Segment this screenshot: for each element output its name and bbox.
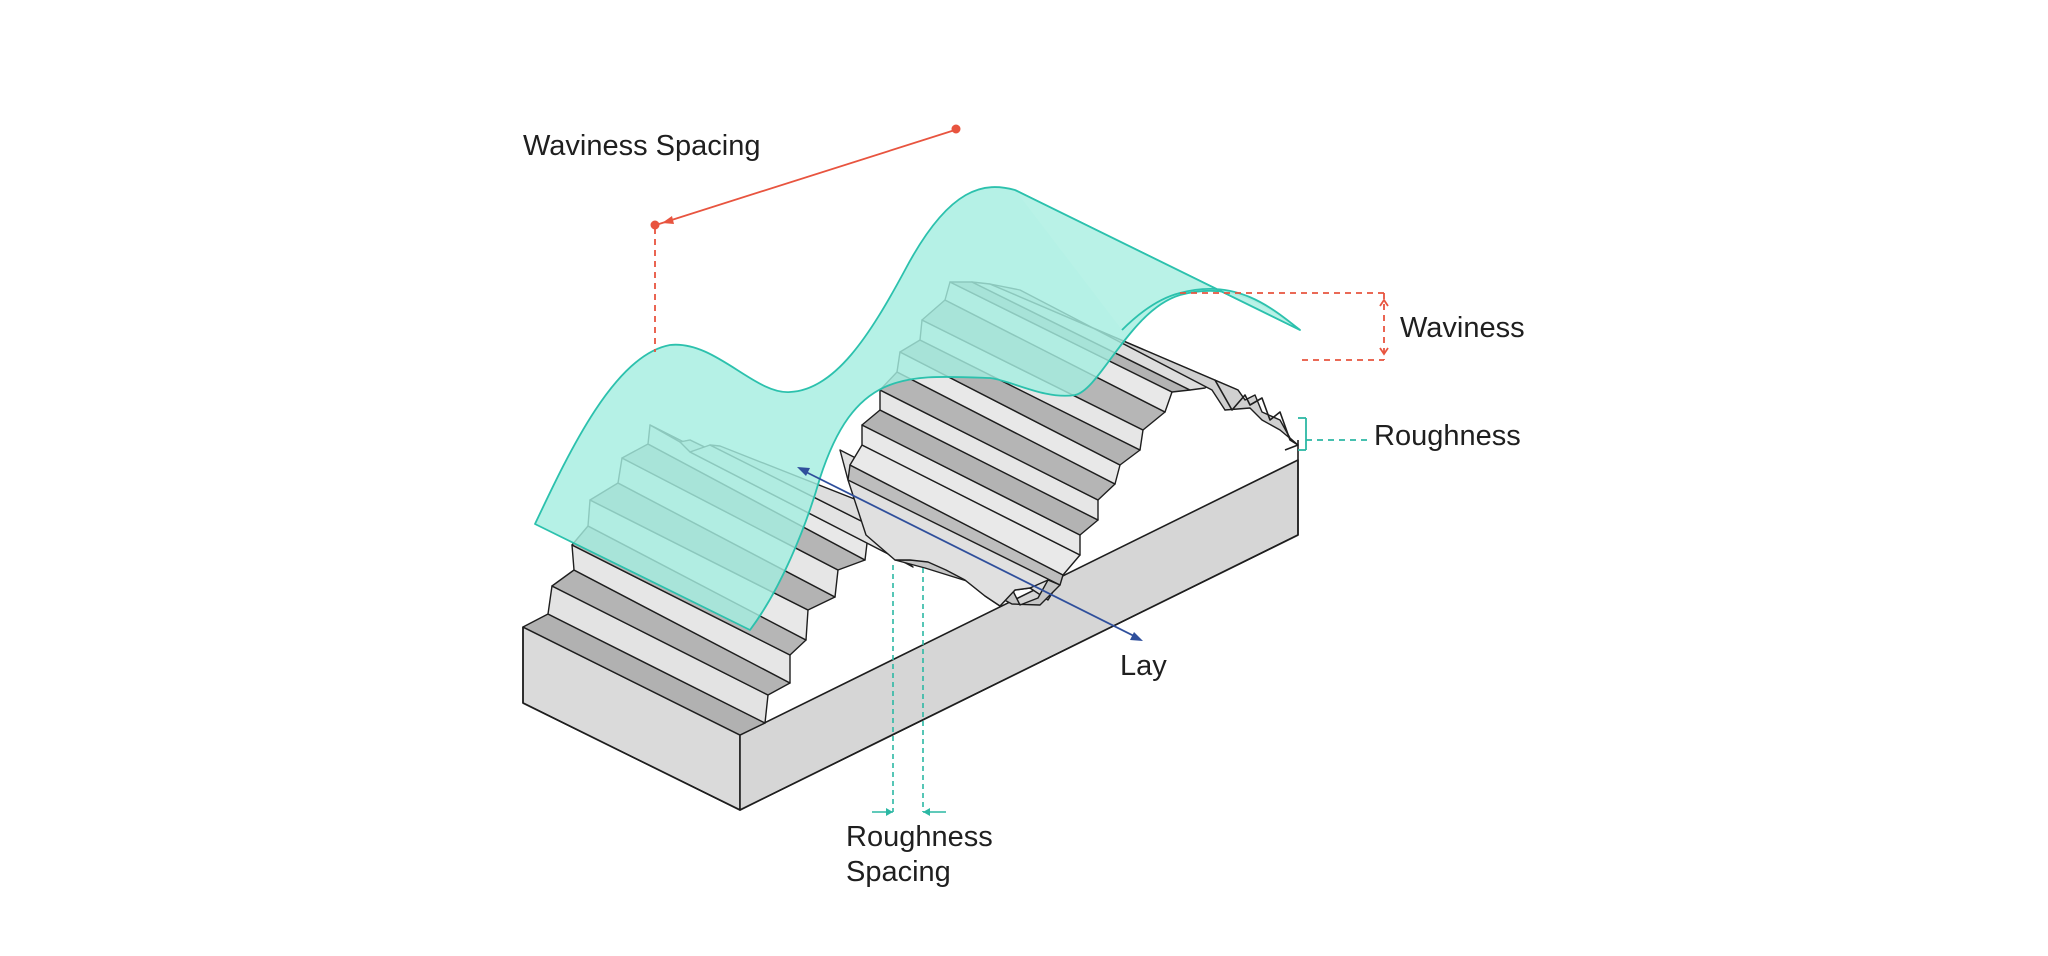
lay-direction-arrow xyxy=(797,467,1143,641)
waviness-spacing-label: Waviness Spacing xyxy=(523,130,761,162)
roughness-spacing-label-line2: Spacing xyxy=(846,856,951,888)
valley-roughness xyxy=(839,444,1081,607)
roughness-spacing-label-line1: Roughness xyxy=(846,821,993,853)
lay-label: Lay xyxy=(1120,650,1167,682)
roughness-height-marker xyxy=(1298,417,1370,451)
waviness-profile-edge xyxy=(1014,189,1301,331)
block-top-edge xyxy=(522,379,1299,811)
roughness-label: Roughness xyxy=(1374,420,1521,452)
waviness-spacing-marker xyxy=(650,124,961,352)
roughness-spacing-marker xyxy=(872,565,946,816)
waviness-label: Waviness xyxy=(1400,312,1525,344)
waviness-height-marker xyxy=(1180,292,1389,361)
